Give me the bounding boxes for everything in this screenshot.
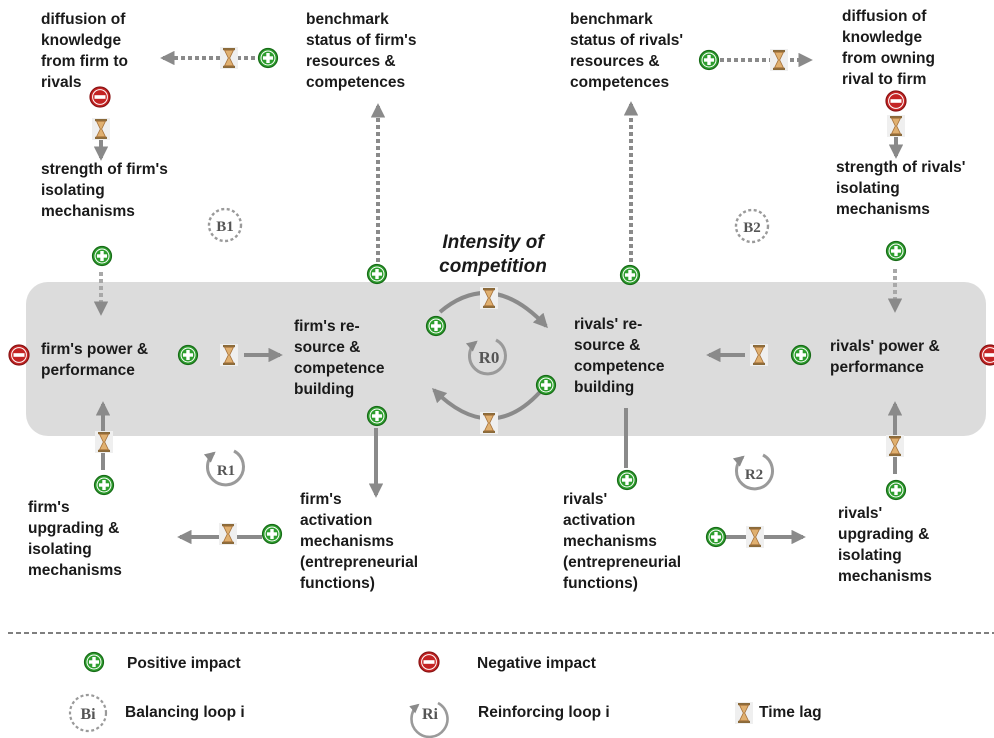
legend-positive-icon <box>83 651 105 673</box>
positive-impact-icon <box>705 526 727 548</box>
hourglass-icon <box>219 343 239 367</box>
positive-impact-icon <box>885 240 907 262</box>
loop-r2-label: R2 <box>745 467 763 483</box>
positive-impact-icon <box>619 264 641 286</box>
loop-r0-circle <box>465 338 507 376</box>
positive-impact-icon <box>425 315 447 337</box>
positive-impact-icon <box>698 49 720 71</box>
positive-impact-icon <box>257 47 279 69</box>
legend-reinforcing-label: Reinforcing loop i <box>478 704 610 721</box>
positive-impact-icon <box>177 344 199 366</box>
node-rivals-activation: rivals' activation mechanisms (entrepren… <box>563 491 682 592</box>
positive-impact-icon <box>616 469 638 491</box>
positive-impact-icon <box>790 344 812 366</box>
hourglass-icon <box>745 525 765 549</box>
loop-b2-circle <box>734 208 770 244</box>
node-firm-upgrading: firm's upgrading & isolating mechanisms <box>28 499 122 579</box>
legend-balancing-circle <box>68 693 108 733</box>
hourglass-icon <box>885 434 905 458</box>
node-diffusion-firm-to-rivals: diffusion of knowledge from firm to riva… <box>41 11 128 91</box>
legend-negative-icon <box>418 651 440 673</box>
legend-reinforcing-circle <box>409 701 449 738</box>
positive-impact-icon <box>91 245 113 267</box>
loop-r2-circle <box>732 453 774 491</box>
hourglass-icon <box>479 411 499 435</box>
loop-b1-circle <box>207 207 243 243</box>
hourglass-icon <box>886 114 906 138</box>
hourglass-icon <box>769 48 789 72</box>
node-rivals-power: rivals' power & performance <box>830 338 940 376</box>
legend-negative-label: Negative impact <box>477 655 596 672</box>
node-strength-rivals-isolating: strength of rivals' isolating mechanisms <box>836 159 966 218</box>
hourglass-icon <box>219 46 239 70</box>
legend-hourglass-icon <box>734 701 754 725</box>
loop-b1-label: B1 <box>216 219 234 235</box>
diagram-title: Intensity of competition <box>439 232 547 277</box>
node-rivals-resource-building: rivals' re- source & competence building <box>574 316 665 396</box>
node-firm-resource-building: firm's re- source & competence building <box>294 318 385 398</box>
node-benchmark-rivals: benchmark status of rivals' resources & … <box>570 11 684 91</box>
positive-impact-icon <box>93 474 115 496</box>
positive-impact-icon <box>366 263 388 285</box>
hourglass-icon <box>94 430 114 454</box>
legend-time-lag-label: Time lag <box>759 704 822 721</box>
legend-balancing-label: Balancing loop i <box>125 704 245 721</box>
loop-r0-label: R0 <box>479 348 500 367</box>
node-firm-power: firm's power & performance <box>41 341 149 379</box>
negative-impact-icon <box>8 344 30 366</box>
hourglass-icon <box>749 343 769 367</box>
positive-impact-icon <box>366 405 388 427</box>
positive-impact-icon <box>261 523 283 545</box>
node-diffusion-rival-to-firm: diffusion of knowledge from owning rival… <box>842 8 935 88</box>
node-rivals-upgrading: rivals' upgrading & isolating mechanisms <box>838 505 932 585</box>
node-benchmark-firm: benchmark status of firm's resources & c… <box>306 11 417 91</box>
negative-impact-icon <box>979 344 994 366</box>
node-strength-firm-isolating: strength of firm's isolating mechanisms <box>41 161 168 220</box>
hourglass-icon <box>218 522 238 546</box>
hourglass-icon <box>91 117 111 141</box>
node-firm-activation: firm's activation mechanisms (entreprene… <box>300 491 419 592</box>
loop-b2-label: B2 <box>743 220 761 236</box>
legend-reinforcing-symbol: Ri <box>422 706 439 723</box>
positive-impact-icon <box>535 374 557 396</box>
hourglass-icon <box>479 286 499 310</box>
positive-impact-icon <box>885 479 907 501</box>
loop-r1-circle <box>203 449 245 487</box>
loop-r1-label: R1 <box>217 463 235 479</box>
negative-impact-icon <box>885 90 907 112</box>
legend-balancing-symbol: Bi <box>80 706 96 723</box>
legend-positive-label: Positive impact <box>127 655 241 672</box>
